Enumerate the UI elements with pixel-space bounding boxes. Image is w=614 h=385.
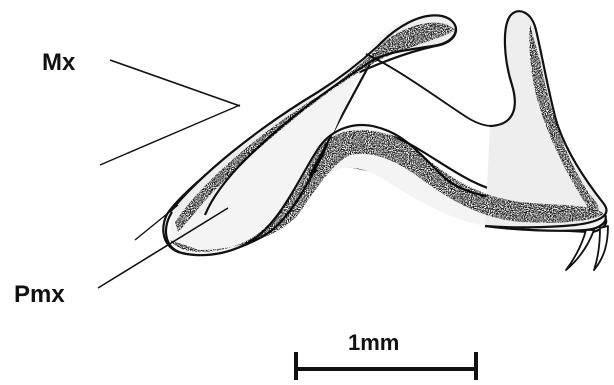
tooth-2 xyxy=(594,226,608,270)
suture-line xyxy=(366,54,492,126)
scale-bar-label: 1mm xyxy=(348,330,399,355)
tooth-1 xyxy=(566,230,594,270)
left-contour-line xyxy=(100,105,240,165)
bone-body xyxy=(163,11,608,270)
leader-line-mx xyxy=(110,60,240,106)
label-mx: Mx xyxy=(42,49,76,76)
label-pmx: Pmx xyxy=(14,281,65,308)
scale-bar: 1mm xyxy=(296,330,476,380)
